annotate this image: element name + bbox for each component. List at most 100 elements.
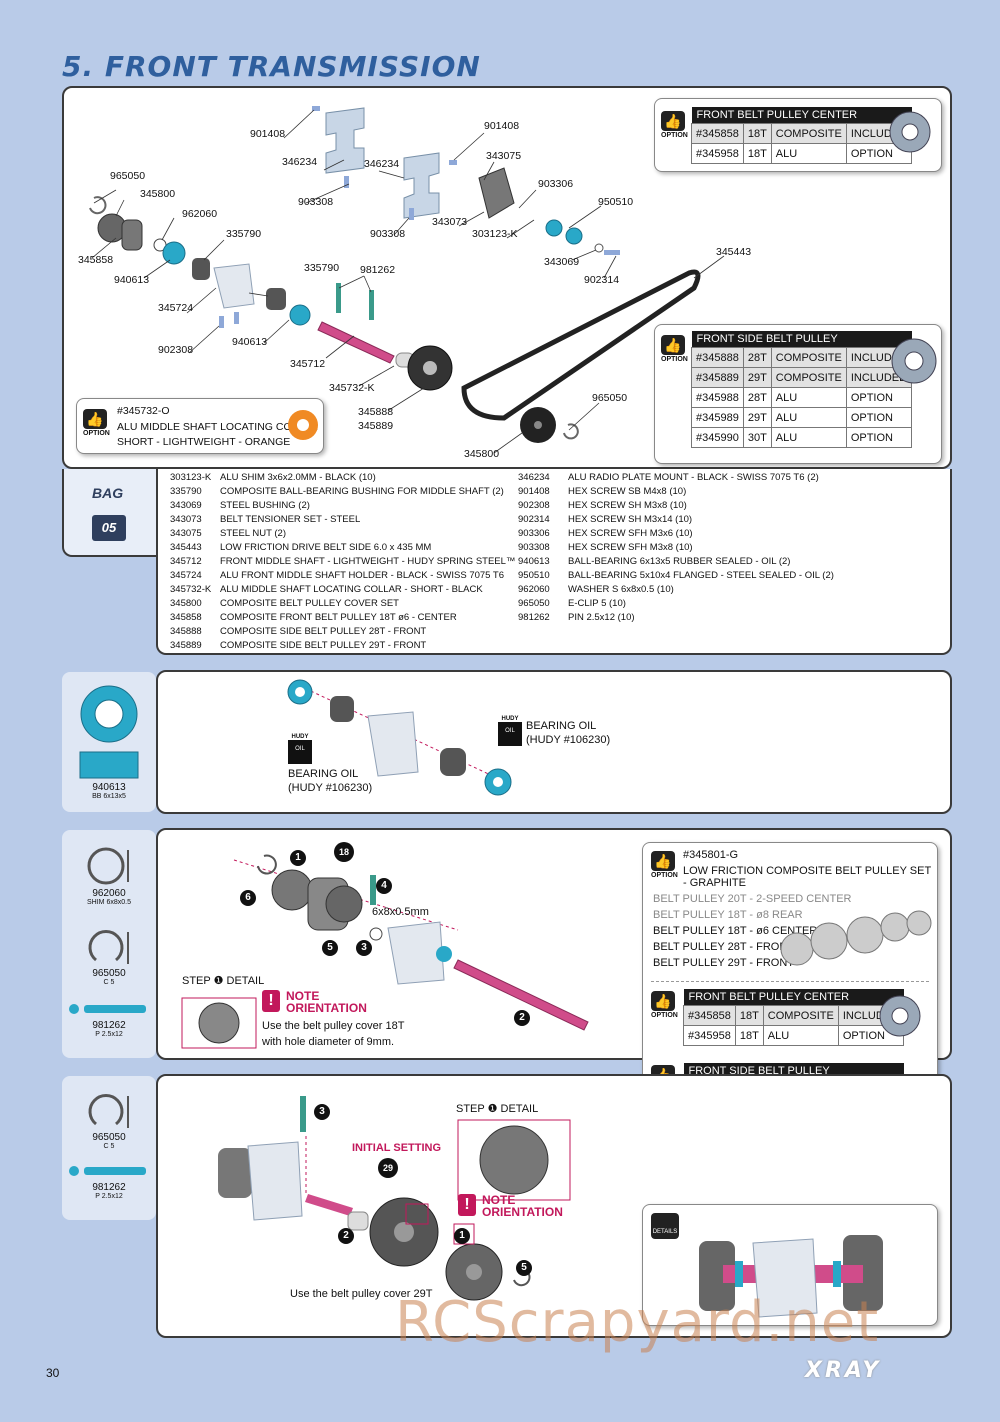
label-940613-b: 940613 — [232, 336, 268, 348]
label-902308: 902308 — [158, 344, 194, 356]
step1-diagram — [287, 679, 512, 796]
part-description: ALU SHIM 3x6x2.0MM - BLACK (10) — [220, 472, 376, 483]
step-num-2: 2 — [338, 1228, 354, 1244]
step-num-1: 1 — [290, 850, 306, 866]
note-text-line1: Use the belt pulley cover 18T — [262, 1020, 405, 1032]
eclip-965050-icon — [88, 1094, 129, 1128]
part-description: BELT TENSIONER SET - STEEL — [220, 514, 361, 525]
oil-right-line1: BEARING OIL — [526, 720, 597, 732]
cell: ALU — [770, 427, 847, 448]
center-pulley-image — [879, 995, 921, 1037]
cell: ALU — [770, 143, 847, 164]
label-345800: 345800 — [140, 188, 176, 200]
brand-logo: XRAY — [805, 1358, 882, 1383]
cell: OPTION — [845, 407, 913, 428]
graphite-item-2: BELT PULLEY 28T - FRONT — [653, 941, 795, 953]
label-940613: 940613 — [114, 274, 150, 286]
cell: ALU — [762, 1025, 839, 1046]
label-903306: 903306 — [538, 178, 574, 190]
cell: 18T — [734, 1025, 764, 1046]
note-text-line2: with hole diameter of 9mm. — [262, 1036, 395, 1048]
cell: 28T — [742, 387, 772, 408]
cell: OPTION — [845, 427, 913, 448]
cell: #345888 — [691, 347, 744, 368]
option-thumb-icon: 👍OPTION — [651, 851, 678, 879]
bearing-940613-image — [79, 685, 139, 779]
oil-left-line1: BEARING OIL — [288, 768, 359, 780]
details-box: DETAILS — [642, 1204, 938, 1326]
collar-line2: SHORT - LIGHTWEIGHT - ORANGE — [117, 436, 291, 448]
label-345800-b: 345800 — [464, 448, 500, 460]
note-exclamation-icon: ! — [262, 990, 280, 1012]
label-950510: 950510 — [598, 196, 634, 208]
cell: COMPOSITE — [770, 367, 847, 388]
cell: OPTION — [845, 143, 913, 164]
part-number: 950510 — [518, 570, 550, 581]
collar-line1: ALU MIDDLE SHAFT LOCATING COLLAR — [117, 421, 318, 433]
graphite-item-1: BELT PULLEY 18T - ø6 CENTER — [653, 925, 818, 937]
eclip-965050-icon — [88, 930, 129, 964]
part-number: 903306 — [518, 528, 550, 539]
page-number: 30 — [46, 1366, 60, 1380]
label-345889: 345889 — [358, 420, 394, 432]
part-description: LOW FRICTION DRIVE BELT SIDE 6.0 x 435 M… — [220, 542, 432, 553]
part-description: HEX SCREW SFH M3x6 (10) — [568, 528, 693, 539]
step-num-6: 6 — [240, 890, 256, 906]
part-number: 343073 — [170, 514, 202, 525]
details-icon: DETAILS — [651, 1213, 679, 1239]
label-346234-b: 346234 — [364, 158, 400, 170]
part-description: HEX SCREW SH M3x8 (10) — [568, 500, 687, 511]
teeth-18-badge: 18 — [334, 842, 354, 862]
step2-detail-label: STEP ❶ DETAIL — [182, 975, 265, 987]
page-title: 5. FRONT TRANSMISSION — [62, 50, 481, 83]
cell: 29T — [742, 407, 772, 428]
step3-detail-label: STEP ❶ DETAIL — [456, 1103, 539, 1115]
step-num-3: 3 — [314, 1104, 330, 1120]
part-number: 346234 — [518, 472, 550, 483]
cell: COMPOSITE — [770, 123, 847, 144]
label-903308-b: 903308 — [370, 228, 406, 240]
cell: 18T — [742, 123, 772, 144]
graphite-center-title: FRONT BELT PULLEY CENTER — [683, 989, 904, 1006]
label-962060: 962060 — [182, 208, 218, 220]
step-num-2: 2 — [514, 1010, 530, 1026]
side-pulley-image — [891, 338, 937, 384]
part-number: 343075 — [170, 528, 202, 539]
collar-code: #345732-O — [117, 405, 170, 417]
option-thumb-icon: 👍OPTION — [661, 111, 688, 139]
part-description: COMPOSITE FRONT BELT PULLEY 18T ø6 - CEN… — [220, 612, 457, 623]
part-description: COMPOSITE SIDE BELT PULLEY 28T - FRONT — [220, 626, 427, 637]
shim-962060-icon — [87, 847, 129, 885]
option-collar-box: 👍OPTION #345732-O ALU MIDDLE SHAFT LOCAT… — [76, 398, 324, 454]
part-description: WASHER S 6x8x0.5 (10) — [568, 584, 674, 595]
exploded-view-panel: 901408 346234 346234 901408 343075 96505… — [62, 86, 952, 469]
graphite-title: LOW FRICTION COMPOSITE BELT PULLEY SET -… — [683, 865, 931, 889]
bag-label: BAG — [92, 485, 124, 501]
teeth-29-badge: 29 — [378, 1158, 398, 1178]
graphite-item-grey-2: BELT PULLEY 18T - ø8 REAR — [653, 909, 803, 921]
assembled-shaft-image — [699, 1235, 883, 1318]
cell: ALU — [770, 387, 847, 408]
pin-981262-icon — [69, 1004, 146, 1014]
center-pulley-image — [889, 111, 931, 153]
parts-row: 903306 HEX SCREW SFH M3x6 (10) — [518, 527, 834, 541]
